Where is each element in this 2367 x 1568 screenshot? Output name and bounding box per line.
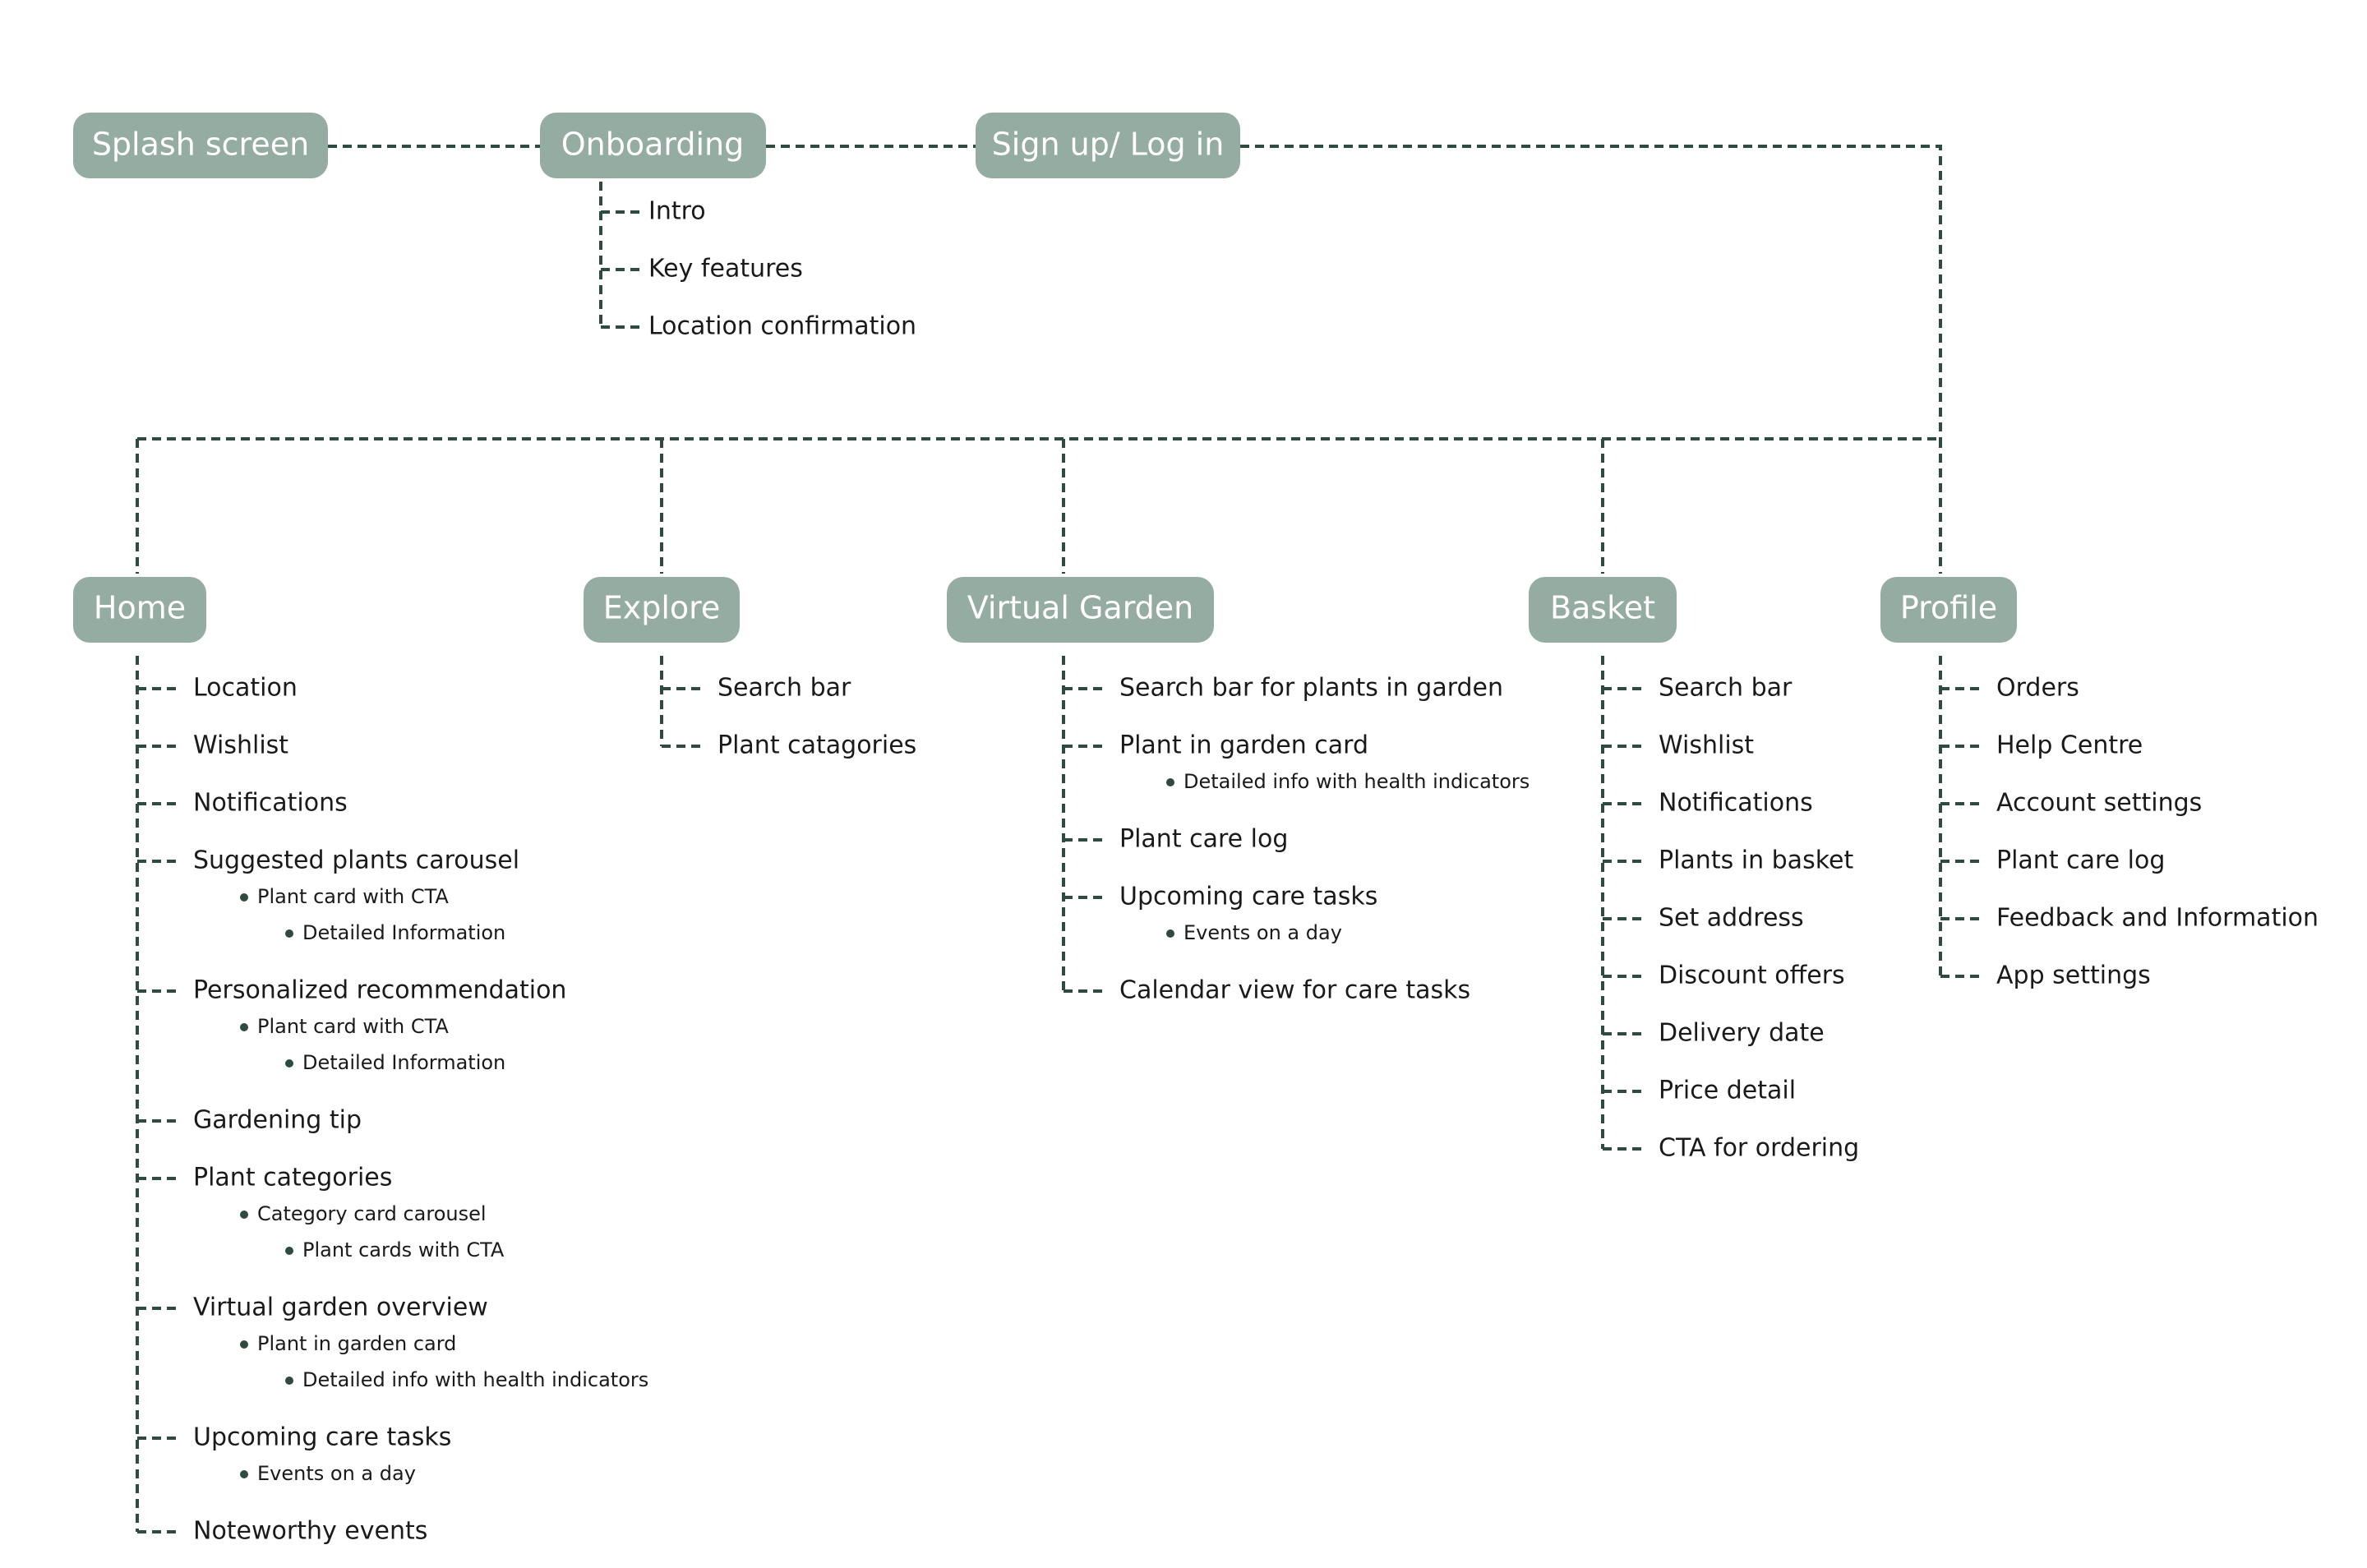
item-plant-care-log: Plant care log [1119, 825, 1288, 854]
item-calendar-view-for-care-tasks: Calendar view for care tasks [1119, 976, 1470, 1005]
connectors [136, 145, 1982, 1533]
item-price-detail: Price detail [1659, 1077, 1796, 1105]
bullet-icon [285, 929, 293, 938]
item-plant-catagories: Plant catagories [717, 731, 916, 760]
onboarding-item-key-features: Key features [648, 255, 803, 284]
item-search-bar-for-plants-in-garden: Search bar for plants in garden [1119, 674, 1503, 703]
item-upcoming-care-tasks: Upcoming care tasks [1119, 883, 1377, 911]
bullet-icon [1166, 929, 1174, 938]
sub-item-plant-in-garden-card: Plant in garden card [257, 1332, 456, 1355]
sub-item-plant-card-with-cta: Plant card with CTA [257, 1015, 449, 1038]
sub-item-plant-card-with-cta: Plant card with CTA [257, 885, 449, 908]
item-suggested-plants-carousel: Suggested plants carousel [193, 846, 519, 875]
item-set-address: Set address [1659, 904, 1804, 933]
item-upcoming-care-tasks: Upcoming care tasks [193, 1423, 451, 1452]
sub-item-detailed-info-with-health-indicators: Detailed info with health indicators [1184, 770, 1530, 793]
bullet-icon [240, 893, 248, 902]
item-cta-for-ordering: CTA for ordering [1659, 1134, 1859, 1163]
item-noteworthy-events: Noteworthy events [193, 1517, 427, 1546]
item-help-centre: Help Centre [1996, 731, 2143, 760]
sub-item-events-on-a-day: Events on a day [1184, 921, 1342, 944]
item-gardening-tip: Gardening tip [193, 1106, 362, 1135]
item-plant-in-garden-card: Plant in garden card [1119, 731, 1368, 760]
node-splash-screen: Splash screen [73, 113, 328, 178]
item-personalized-recommendation: Personalized recommendation [193, 976, 566, 1005]
node-basket-label: Basket [1550, 590, 1655, 626]
sub-item-detailed-information: Detailed Information [302, 921, 505, 944]
bullet-icon [240, 1023, 248, 1031]
item-discount-offers: Discount offers [1659, 962, 1845, 990]
item-search-bar: Search bar [1659, 674, 1793, 703]
bullet-icon [285, 1059, 293, 1068]
onboarding-item-location-confirmation: Location confirmation [648, 312, 916, 341]
item-notifications: Notifications [193, 789, 348, 818]
item-account-settings: Account settings [1996, 789, 2202, 818]
item-delivery-date: Delivery date [1659, 1019, 1825, 1048]
item-notifications: Notifications [1659, 789, 1813, 818]
node-signup-login: Sign up/ Log in [976, 113, 1240, 178]
bullet-icon [285, 1377, 293, 1385]
bullet-icon [240, 1211, 248, 1219]
node-virtual-garden-label: Virtual Garden [967, 590, 1194, 626]
bullet-icon [1166, 778, 1174, 786]
bullet-icon [285, 1247, 293, 1255]
sub-item-events-on-a-day: Events on a day [257, 1462, 416, 1485]
item-wishlist: Wishlist [1659, 731, 1754, 760]
node-onboarding-label: Onboarding [561, 127, 745, 163]
sub-item-plant-cards-with-cta: Plant cards with CTA [302, 1238, 505, 1261]
node-explore-label: Explore [603, 590, 721, 626]
node-onboarding: Onboarding [540, 113, 766, 178]
item-wishlist: Wishlist [193, 731, 288, 760]
item-app-settings: App settings [1996, 962, 2151, 990]
item-location: Location [193, 674, 298, 703]
sections: HomeLocationWishlistNotificationsSuggest… [73, 577, 2319, 1546]
node-profile-label: Profile [1900, 590, 1997, 626]
item-virtual-garden-overview: Virtual garden overview [193, 1294, 488, 1322]
item-orders: Orders [1996, 674, 2079, 703]
node-splash-screen-label: Splash screen [92, 127, 309, 163]
sub-item-category-card-carousel: Category card carousel [257, 1202, 487, 1225]
connector-signup-branch [1240, 145, 1942, 439]
item-plant-care-log: Plant care log [1996, 846, 2165, 875]
section-home: HomeLocationWishlistNotificationsSuggest… [73, 577, 648, 1546]
node-signup-login-label: Sign up/ Log in [992, 127, 1225, 163]
onboarding-item-intro: Intro [648, 197, 706, 226]
bullet-icon [240, 1340, 248, 1349]
item-feedback-and-information: Feedback and Information [1996, 904, 2319, 933]
item-plants-in-basket: Plants in basket [1659, 846, 1853, 875]
item-plant-categories: Plant categories [193, 1164, 392, 1192]
item-search-bar: Search bar [717, 674, 851, 703]
bullet-icon [240, 1470, 248, 1478]
sub-item-detailed-info-with-health-indicators: Detailed info with health indicators [302, 1368, 648, 1391]
node-home-label: Home [94, 590, 186, 626]
sub-item-detailed-information: Detailed Information [302, 1051, 505, 1074]
